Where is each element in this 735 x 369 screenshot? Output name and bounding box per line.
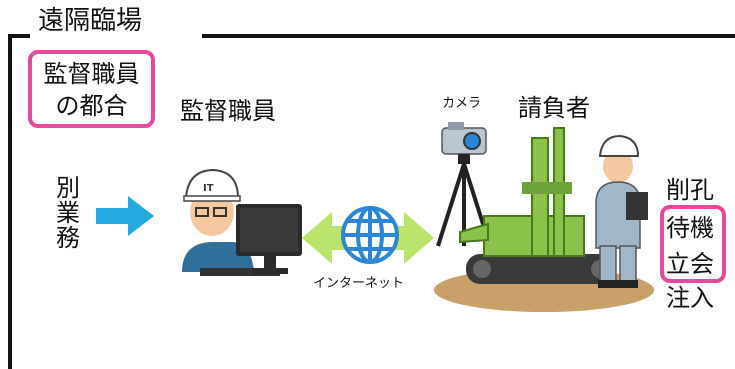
diagram-title: 遠隔臨場 [38, 6, 143, 36]
right-item-injection: 注入 [666, 284, 714, 312]
supervisor-at-computer-icon: IT [182, 168, 302, 276]
camera-label: カメラ [442, 96, 482, 111]
other-duty-char: 別 [56, 174, 80, 202]
frame-left [8, 34, 12, 369]
supervisor-reason-box: 監督職員 の都合 [28, 50, 155, 128]
globe-icon [341, 206, 399, 264]
svg-text:IT: IT [203, 183, 214, 194]
supervisor-reason-line-1: 監督職員 [43, 60, 140, 88]
right-item-attendance: 立会 [666, 250, 714, 278]
supervisor-reason-line-2: の都合 [55, 92, 128, 120]
contractor-label: 請負者 [518, 94, 590, 122]
frame-top-right [202, 34, 735, 38]
supervisor-label: 監督職員 [180, 97, 276, 125]
other-duty-char: 業 [56, 199, 80, 227]
other-duty-label: 別業務 [54, 176, 82, 251]
other-duty-text: 別業務 [54, 176, 82, 251]
frame-top-left [8, 34, 30, 38]
worker-with-clipboard-icon [595, 134, 648, 288]
other-duty-char: 務 [56, 224, 80, 252]
right-item-standby: 待機 [666, 214, 714, 242]
internet-label: インターネット [313, 276, 405, 291]
drilling-machine-icon [434, 127, 654, 312]
right-item-drilling: 削孔 [666, 176, 714, 204]
standby-attendance-box [660, 205, 726, 283]
arrow-right-icon [96, 196, 154, 236]
